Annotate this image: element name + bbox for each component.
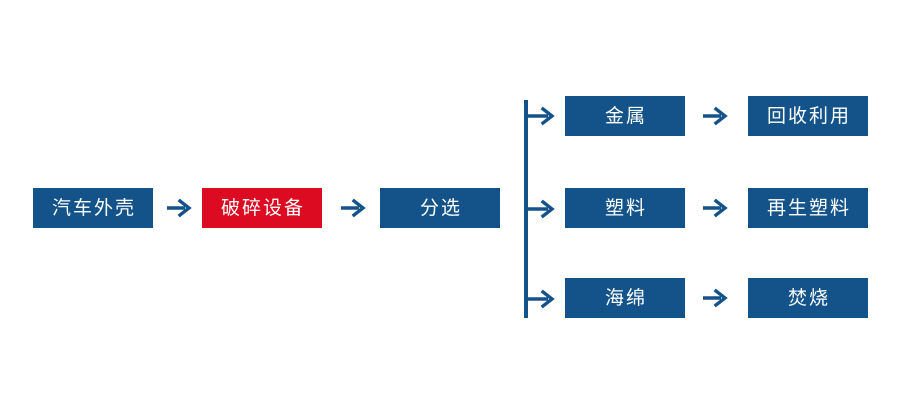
node-plastic[interactable]: 塑料 <box>565 188 685 228</box>
node-metal[interactable]: 金属 <box>565 96 685 136</box>
branch-arrow-plastic <box>526 198 556 220</box>
node-shell-label: 汽车外壳 <box>51 197 136 219</box>
arrow-sponge-to-incineration <box>702 287 728 309</box>
node-sorting-label: 分选 <box>419 197 462 219</box>
node-crusher-label: 破碎设备 <box>220 197 305 219</box>
branch-arrow-sponge <box>526 288 556 310</box>
node-incineration-label: 焚烧 <box>787 287 830 309</box>
branch-arrow-metal <box>526 105 556 127</box>
arrow-crusher-to-sorting <box>340 197 366 219</box>
node-incineration[interactable]: 焚烧 <box>748 278 868 318</box>
node-shell[interactable]: 汽车外壳 <box>33 188 153 228</box>
node-regenerated-plastic[interactable]: 再生塑料 <box>748 188 868 228</box>
node-sponge[interactable]: 海绵 <box>565 278 685 318</box>
split-trunk-line <box>524 100 528 318</box>
arrow-metal-to-recycle <box>702 105 728 127</box>
node-sorting[interactable]: 分选 <box>380 188 500 228</box>
node-metal-label: 金属 <box>604 105 647 127</box>
node-crusher[interactable]: 破碎设备 <box>202 188 322 228</box>
arrow-plastic-to-regenerated <box>702 197 728 219</box>
node-plastic-label: 塑料 <box>604 197 647 219</box>
node-sponge-label: 海绵 <box>604 287 647 309</box>
node-recycle[interactable]: 回收利用 <box>748 96 868 136</box>
node-regenerated-plastic-label: 再生塑料 <box>766 197 851 219</box>
arrow-shell-to-crusher <box>166 197 192 219</box>
node-recycle-label: 回收利用 <box>766 105 851 127</box>
